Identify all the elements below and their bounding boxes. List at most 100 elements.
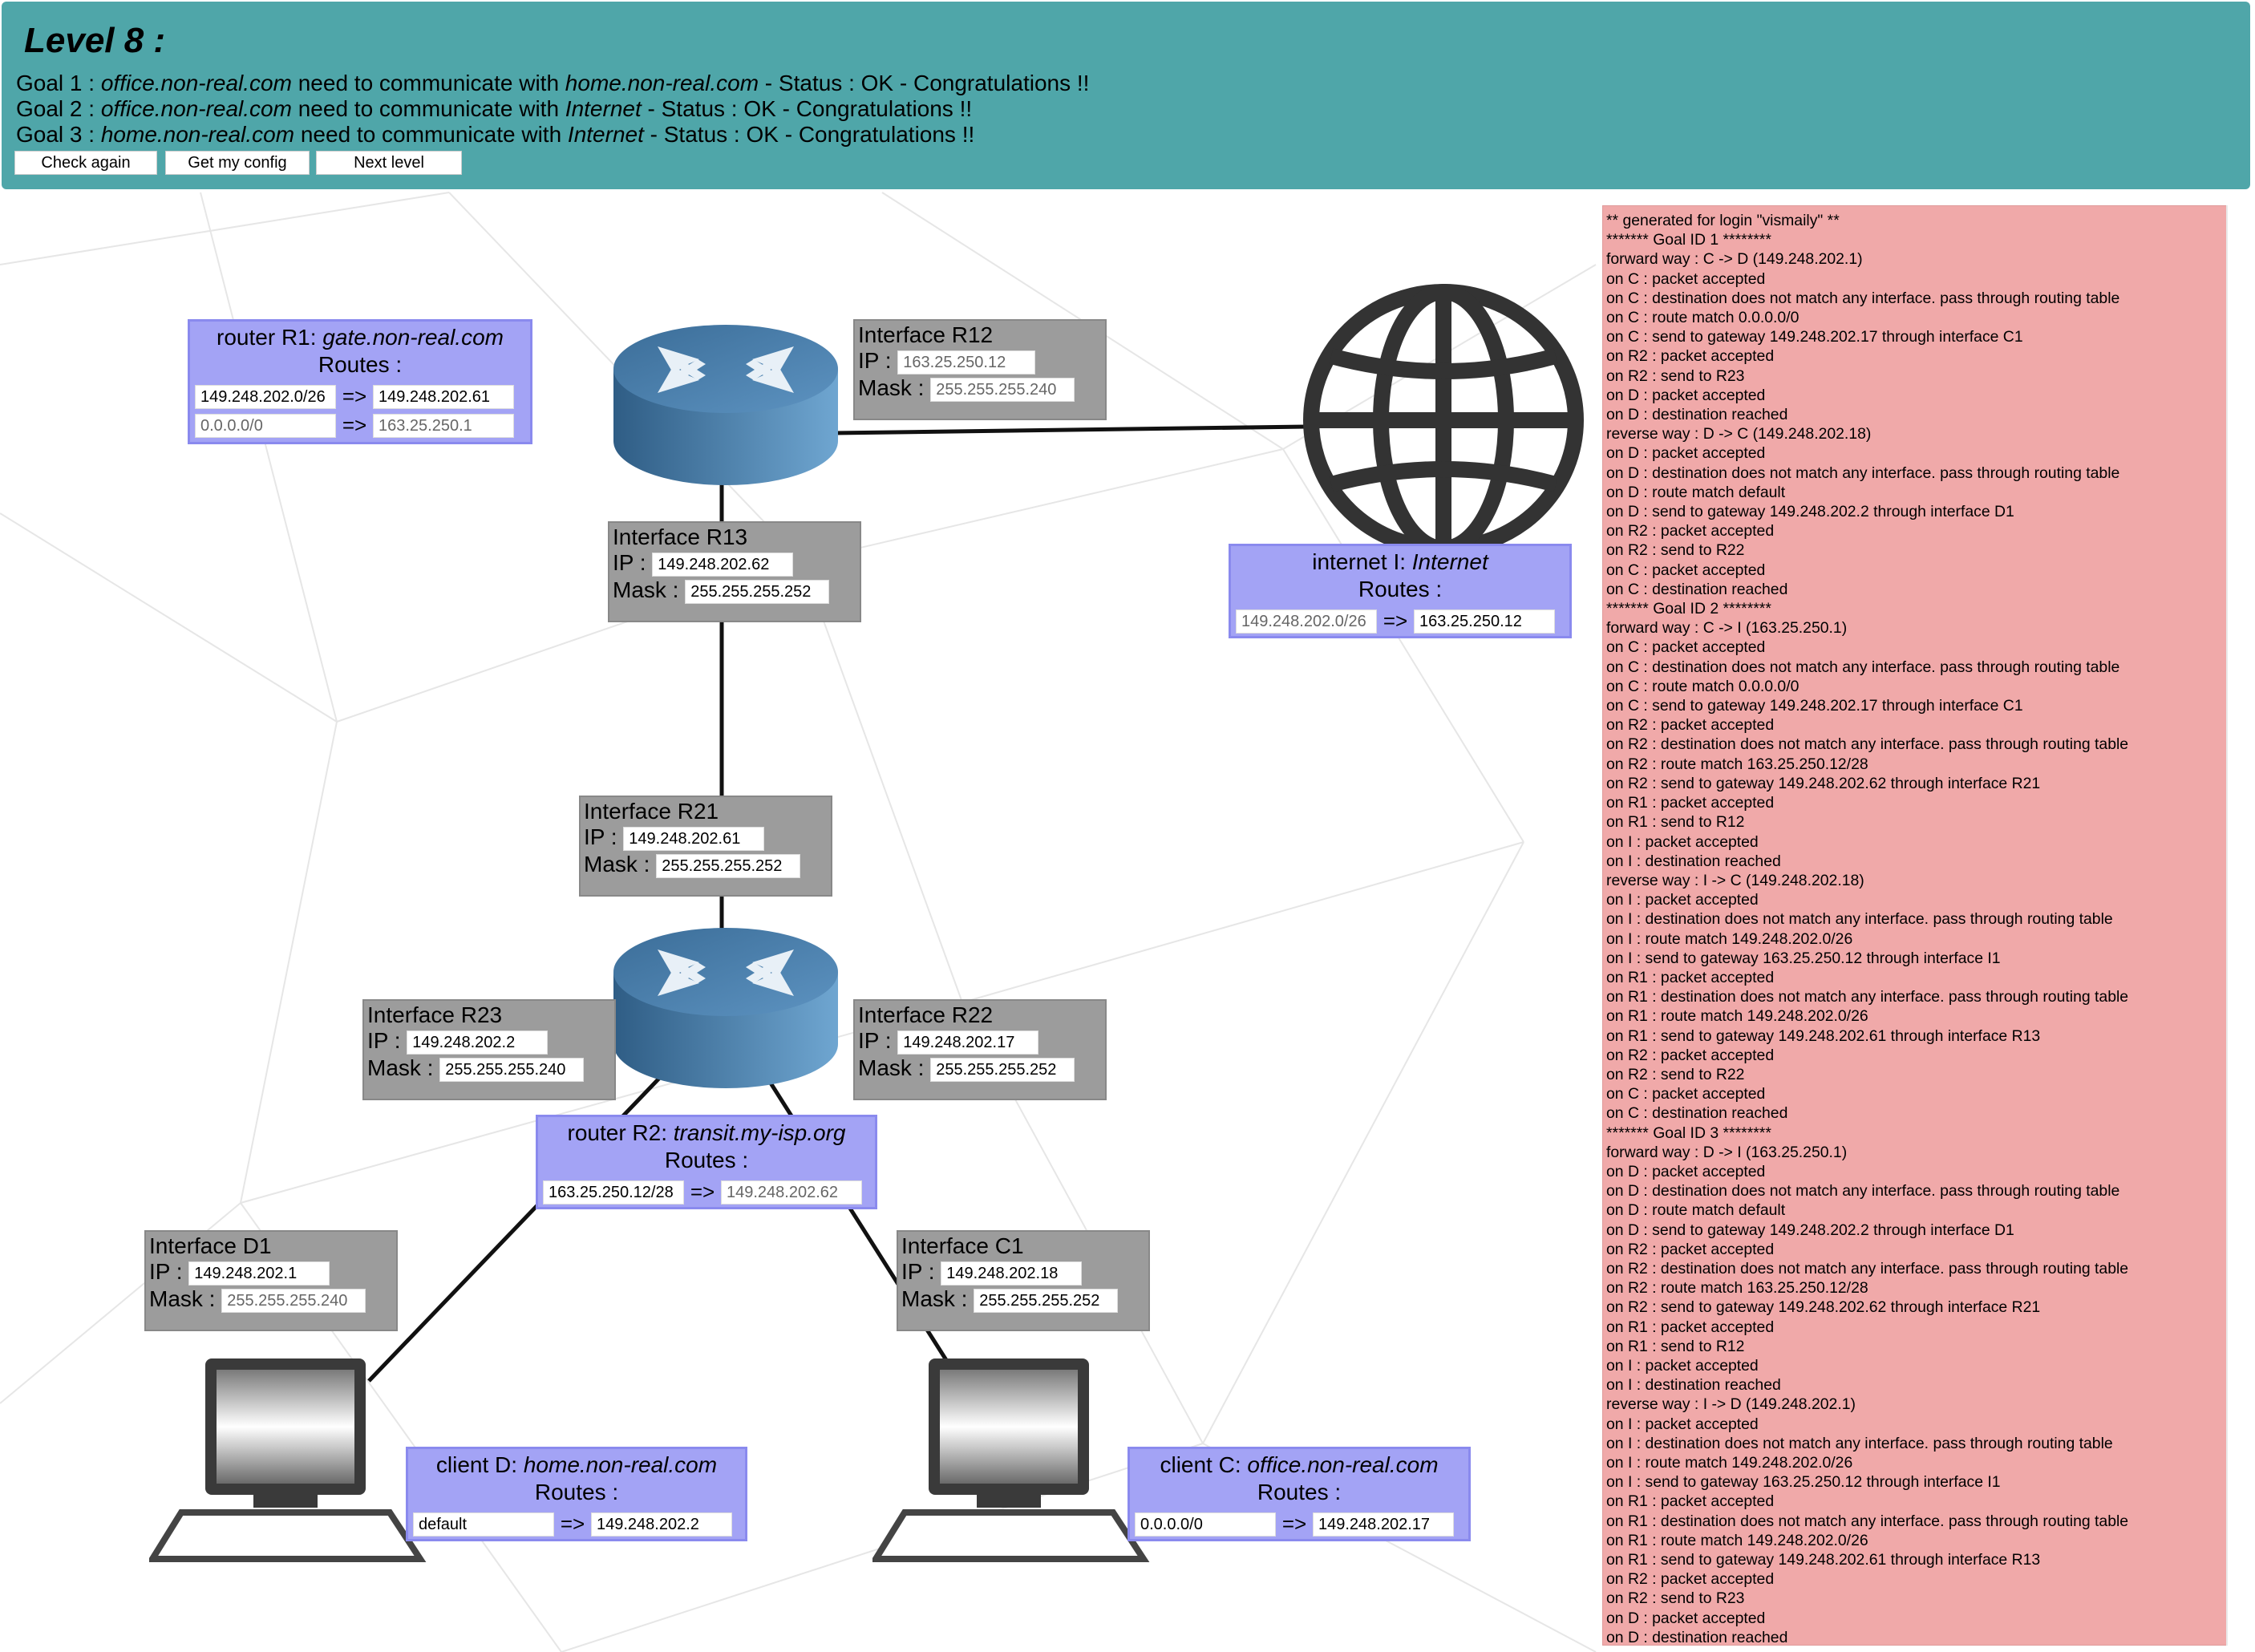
goal-2-to: Internet [565,96,642,121]
interface-r13-title: Interface R13 [613,524,748,549]
interface-ip-input[interactable] [652,552,794,577]
route-row: => [543,1178,870,1205]
goal-2-status: - Status : OK - Congratulations !! [641,96,973,121]
router-r2-title: router R2: transit.my-isp.org [538,1120,875,1146]
ip-label: IP : [858,348,892,373]
routes-label: Routes : [318,352,403,377]
log-line: forward way : C -> I (163.25.250.1) [1606,619,1848,638]
interface-r22-panel: Interface R22 IP : Mask : [853,999,1107,1100]
interface-mask-input[interactable] [685,579,830,604]
interface-c1-title: Interface C1 [901,1233,1024,1258]
goal-2: Goal 2 : office.non-real.com need to com… [16,96,972,122]
goal-3-mid: need to communicate with [294,122,568,147]
interface-ip-input[interactable] [897,1030,1039,1055]
route-row: => [413,1510,740,1537]
link-r1-internet [833,424,1308,435]
route-arrow: => [1281,1512,1307,1537]
log-line: on R2 : send to R23 [1606,366,1745,385]
routes-label: Routes : [664,1148,749,1172]
globe-icon [1303,284,1584,557]
route-gateway-input[interactable] [721,1180,862,1205]
internet-name: Internet [1411,549,1488,574]
interface-mask-input[interactable] [656,853,801,878]
goal-1: Goal 1 : office.non-real.com need to com… [16,71,1089,96]
log-line: on D : packet accepted [1606,444,1766,463]
goal-2-from: office.non-real.com [100,96,292,121]
log-line: on R1 : packet accepted [1606,1492,1775,1511]
log-line: on R1 : send to gateway 149.248.202.61 t… [1606,1026,2041,1045]
interface-r23-title: Interface R23 [367,1002,503,1027]
log-line: reverse way : I -> D (149.248.202.1) [1606,1395,1856,1414]
log-line: on R1 : packet accepted [1606,1318,1775,1336]
log-line: on R1 : packet accepted [1606,794,1775,812]
interface-ip-input[interactable] [897,350,1036,375]
log-line: ** generated for login "vismaily" ** [1606,212,1840,229]
log-line: on D : route match default [1606,1201,1786,1220]
route-gateway-input[interactable] [373,413,514,438]
interface-mask-input[interactable] [974,1288,1119,1313]
log-line: on C : packet accepted [1606,561,1766,579]
interface-ip-input[interactable] [623,826,765,851]
log-line: reverse way : I -> C (149.248.202.18) [1606,871,1864,889]
log-line: on R2 : send to gateway 149.248.202.62 t… [1606,774,2041,792]
get-my-config-button[interactable]: Get my config [165,151,310,175]
router-r1-panel: router R1: gate.non-real.com Routes : =>… [188,319,532,444]
route-arrow: => [560,1512,585,1537]
next-level-button[interactable]: Next level [316,151,462,175]
log-scrollbar[interactable] [2226,205,2250,1646]
route-row: => [1236,607,1565,634]
log-line: on R1 : route match 149.248.202.0/26 [1606,1531,1868,1549]
log-line: on R2 : packet accepted [1606,1570,1775,1589]
interface-mask-input[interactable] [439,1057,585,1082]
check-again-button[interactable]: Check again [14,151,157,175]
interface-r23-panel: Interface R23 IP : Mask : [362,999,616,1100]
route-destination-input[interactable] [543,1180,684,1205]
router-icon [613,325,838,485]
routes-label: Routes : [534,1480,619,1504]
interface-ip-input[interactable] [407,1030,549,1055]
route-gateway-input[interactable] [373,384,514,409]
log-line: on I : packet accepted [1606,1356,1759,1375]
log-line: on I : destination does not match any in… [1606,1434,2113,1452]
log-line: forward way : D -> I (163.25.250.1) [1606,1143,1848,1161]
route-gateway-input[interactable] [1414,609,1555,634]
level-title: Level 8 : [24,21,166,60]
simulation-log[interactable]: ** generated for login "vismaily" ** ****… [1602,205,2228,1646]
route-destination-input[interactable] [1135,1512,1276,1537]
route-destination-input[interactable] [1236,609,1377,634]
computer-icon [149,1358,427,1562]
log-line: on I : packet accepted [1606,1415,1759,1433]
interface-ip-input[interactable] [941,1261,1083,1286]
mask-label: Mask : [858,375,925,400]
log-line: ******* Goal ID 3 ******** [1606,1124,1771,1142]
route-row: => [1135,1510,1464,1537]
interface-ip-input[interactable] [188,1261,330,1286]
log-line: on I : destination does not match any in… [1606,910,2113,929]
goal-3-prefix: Goal 3 : [16,122,101,147]
log-line: on R1 : destination does not match any i… [1606,988,2129,1006]
log-line: on I : packet accepted [1606,891,1759,909]
log-line: on C : packet accepted [1606,269,1766,288]
client-d-panel: client D: home.non-real.com Routes : => [406,1447,747,1541]
mask-label: Mask : [149,1286,216,1311]
goal-1-from: office.non-real.com [100,71,292,95]
route-destination-input[interactable] [195,413,336,438]
log-line: on R2 : destination does not match any i… [1606,1259,2129,1277]
route-destination-input[interactable] [195,384,336,409]
route-destination-input[interactable] [413,1512,554,1537]
log-line: on R1 : send to R12 [1606,813,1745,832]
log-line: on I : send to gateway 163.25.250.12 thr… [1606,949,2001,967]
interface-r12-title: Interface R12 [858,322,994,347]
log-line: on I : route match 149.248.202.0/26 [1606,929,1853,948]
log-line: on R2 : send to R23 [1606,1589,1745,1608]
route-gateway-input[interactable] [1313,1512,1454,1537]
mask-label: Mask : [584,852,650,877]
log-line: on D : destination reached [1606,1628,1788,1646]
interface-mask-input[interactable] [930,1057,1075,1082]
log-line: on I : packet accepted [1606,832,1759,851]
goal-2-mid: need to communicate with [291,96,565,121]
log-line: on C : packet accepted [1606,638,1766,657]
route-gateway-input[interactable] [591,1512,732,1537]
interface-mask-input[interactable] [930,377,1075,402]
interface-mask-input[interactable] [221,1288,366,1313]
